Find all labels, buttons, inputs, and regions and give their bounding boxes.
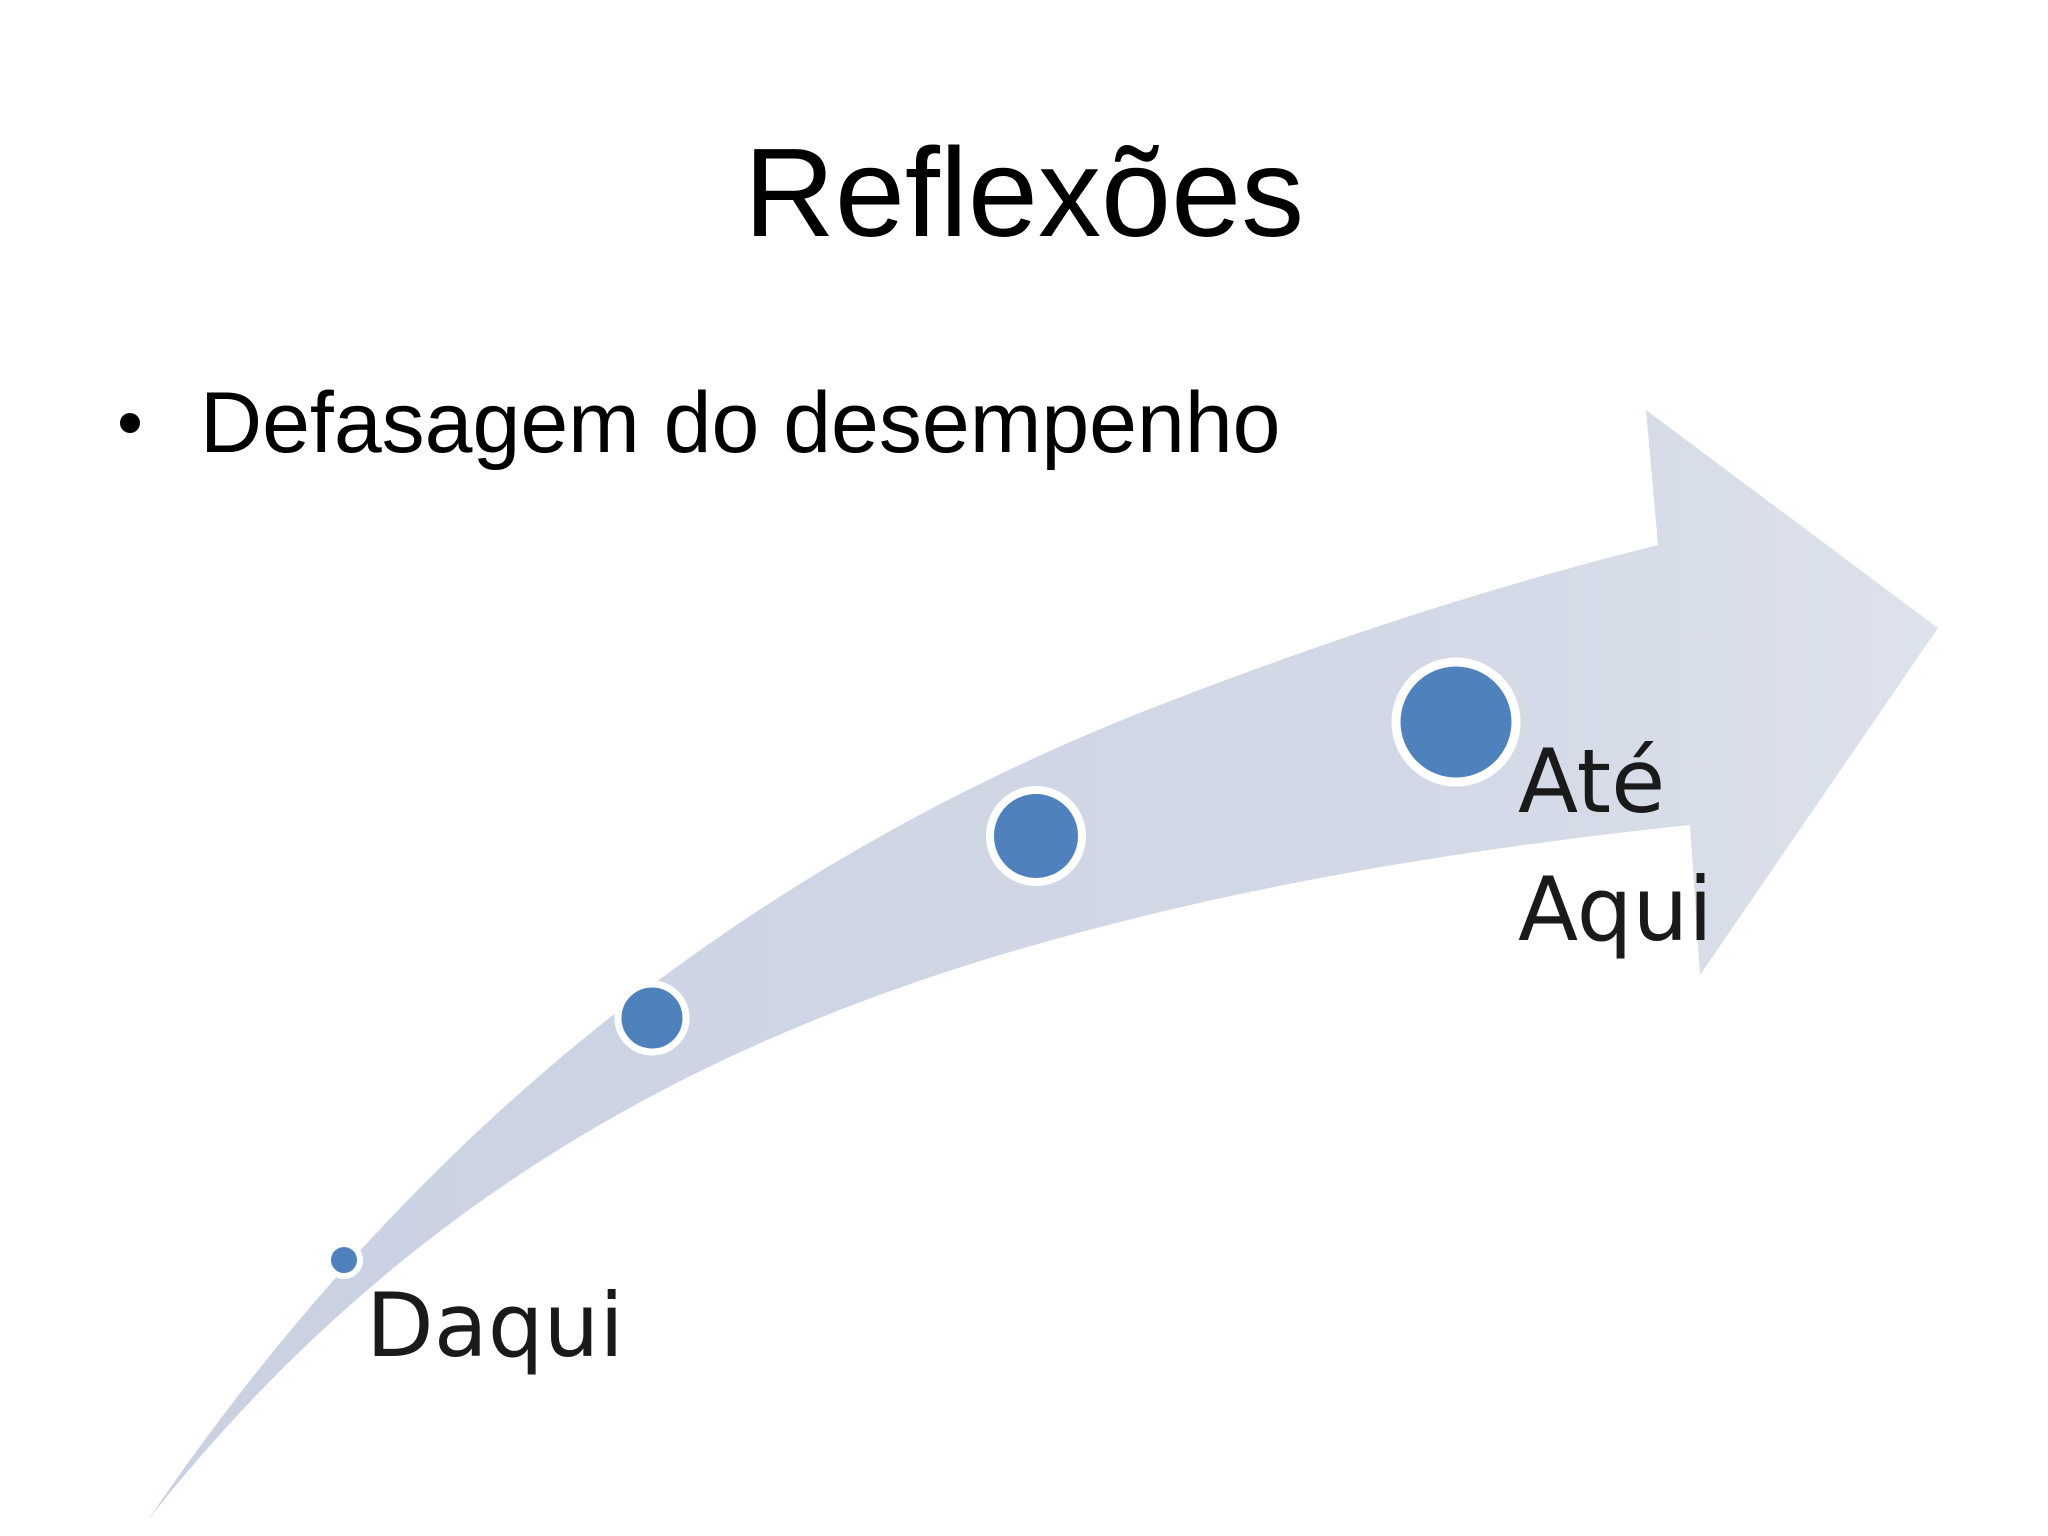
progress-dots xyxy=(325,657,1521,1279)
start-label: Daqui xyxy=(366,1274,624,1377)
progress-dot-1 xyxy=(325,1241,363,1279)
bullet-text: Defasagem do desempenho xyxy=(200,375,1281,471)
end-label: Até Aqui xyxy=(1518,718,1778,974)
slide-title: Reflexões xyxy=(743,122,1305,263)
progress-dot-4 xyxy=(1391,657,1521,787)
bullet-list: Defasagem do desempenho xyxy=(120,368,1281,478)
progress-dot-3 xyxy=(986,786,1086,886)
end-label-line-2: Aqui xyxy=(1518,858,1713,961)
end-label-line-1: Até xyxy=(1518,730,1666,833)
bullet-item: Defasagem do desempenho xyxy=(120,368,1281,478)
bullet-dot-icon xyxy=(120,413,140,433)
progress-dot-2 xyxy=(614,980,690,1056)
